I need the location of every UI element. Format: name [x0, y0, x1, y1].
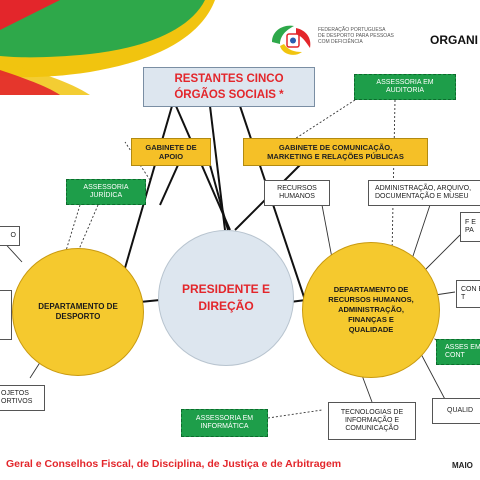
gabinete-apoio-label: GABINETE DE APOIO	[145, 143, 197, 161]
gabinete-comunicacao-label: GABINETE DE COMUNICAÇÃO, MARKETING E REL…	[267, 143, 404, 161]
right-bottom-label: QUALID	[447, 407, 474, 414]
left-bottom-box: OJETOS ORTIVOS	[0, 385, 45, 411]
right-top-box: F E PA	[460, 212, 480, 242]
assessoria-informatica-box: ASSESSORIA EM INFORMÁTICA	[181, 409, 268, 437]
departamento-desporto-circle: DEPARTAMENTO DE DESPORTO	[12, 248, 144, 376]
left-top-box: O	[0, 226, 20, 246]
right-bottom-box: QUALID	[432, 398, 480, 424]
restantes-orgaos-label: RESTANTES CINCO ÓRGÃOS SOCIAIS *	[174, 73, 284, 101]
page-title: ORGANI	[430, 33, 478, 47]
administracao-label: ADMINISTRAÇÃO, ARQUIVO, DOCUMENTAÇÃO E M…	[375, 185, 472, 200]
tecnologias-label: TECNOLOGIAS DE INFORMAÇÃO E COMUNICAÇÃO	[340, 409, 404, 432]
assessoria-informatica-label: ASSESSORIA EM INFORMÁTICA	[195, 415, 254, 430]
footer-date: MAIO	[452, 461, 473, 470]
departamento-recursos-label: DEPARTAMENTO DE RECURSOS HUMANOS, ADMINI…	[328, 285, 414, 334]
footer-note: Geral e Conselhos Fiscal, de Disciplina,…	[6, 458, 342, 470]
assessoria-juridica-label: ASSESSORIA JURÍDICA	[83, 184, 129, 199]
presidente-direcao-circle: PRESIDENTE E DIREÇÃO	[158, 230, 294, 366]
gabinete-comunicacao-box: GABINETE DE COMUNICAÇÃO, MARKETING E REL…	[243, 138, 428, 166]
logo-text-line1: FEDERAÇÃO PORTUGUESA	[318, 27, 386, 33]
left-bottom-label: OJETOS ORTIVOS	[1, 390, 33, 405]
right-middle-box: CON E T	[456, 280, 480, 308]
presidente-direcao-label: PRESIDENTE E DIREÇÃO	[181, 282, 271, 313]
departamento-desporto-label: DEPARTAMENTO DE DESPORTO	[38, 302, 118, 321]
left-top-label: O	[10, 232, 16, 239]
right-middle-label: CON E T	[461, 286, 480, 301]
assessoria-contabilidade-label: ASSES EM CONT	[445, 344, 480, 359]
administracao-box: ADMINISTRAÇÃO, ARQUIVO, DOCUMENTAÇÃO E M…	[368, 180, 480, 206]
gabinete-apoio-box: GABINETE DE APOIO	[131, 138, 211, 166]
logo-text: FEDERAÇÃO PORTUGUESA DE DESPORTO PARA PE…	[318, 27, 394, 45]
logo-text-line3: COM DEFICIÊNCIA	[318, 39, 363, 45]
assessoria-contabilidade-box: ASSES EM CONT	[436, 339, 480, 365]
restantes-orgaos-box: RESTANTES CINCO ÓRGÃOS SOCIAIS *	[143, 67, 315, 107]
recursos-humanos-box: RECURSOS HUMANOS	[264, 180, 330, 206]
tecnologias-box: TECNOLOGIAS DE INFORMAÇÃO E COMUNICAÇÃO	[328, 402, 416, 440]
right-top-label: F E PA	[465, 219, 476, 234]
assessoria-auditoria-label: ASSESSORIA EM AUDITORIA	[376, 79, 434, 94]
assessoria-juridica-box: ASSESSORIA JURÍDICA	[66, 179, 146, 205]
decorative-swoosh	[0, 0, 215, 95]
fpdd-logo	[268, 22, 316, 58]
logo-text-line2: DE DESPORTO PARA PESSOAS	[318, 33, 394, 39]
left-middle-box	[0, 290, 12, 340]
assessoria-auditoria-box: ASSESSORIA EM AUDITORIA	[354, 74, 456, 100]
departamento-recursos-circle: DEPARTAMENTO DE RECURSOS HUMANOS, ADMINI…	[302, 242, 440, 378]
recursos-humanos-label: RECURSOS HUMANOS	[277, 185, 317, 200]
